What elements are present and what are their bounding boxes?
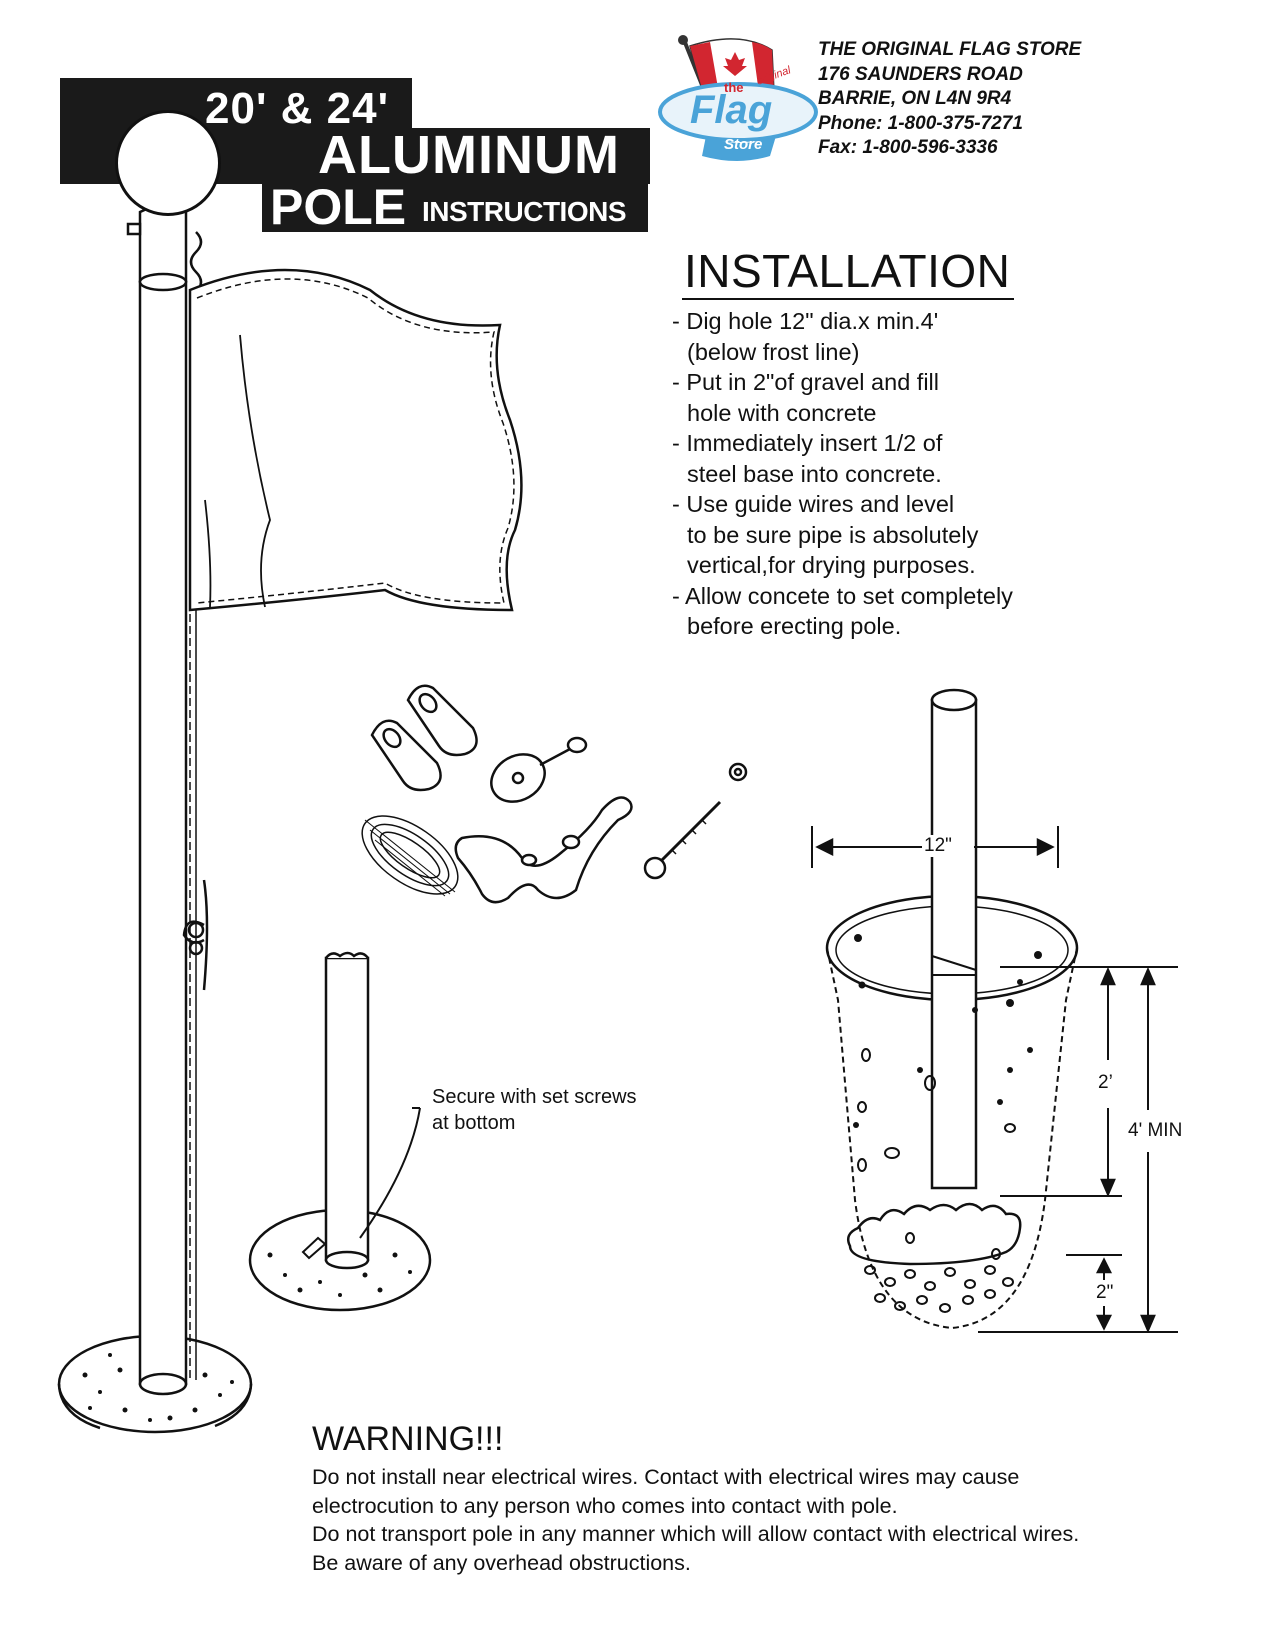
logo-flag: Flag (690, 88, 773, 132)
warning-line: electrocution to any person who comes in… (312, 1493, 898, 1518)
logo-the: the (724, 80, 744, 95)
store-phone: Phone: 1-800-375-7271 (818, 112, 1023, 134)
store-address: 176 SAUNDERS ROAD (818, 63, 1023, 85)
warning-body: Do not install near electrical wires. Co… (312, 1463, 1079, 1577)
warning-line: Be aware of any overhead obstructions. (312, 1550, 691, 1575)
dimension-upper-depth: 2’ (1096, 1072, 1115, 1094)
store-fax: Fax: 1-800-596-3336 (818, 137, 998, 158)
installation-heading: INSTALLATION (682, 246, 1015, 300)
hardware-kit-illustration (361, 684, 748, 904)
store-info: THE ORIGINAL FLAG STORE 176 SAUNDERS ROA… (818, 38, 1081, 161)
installation-step: - Immediately insert 1/2 of steel base i… (672, 430, 943, 487)
set-screw-callout: Secure with set screws at bottom (432, 1086, 637, 1134)
flagpole-illustration (57, 109, 523, 1434)
warning-heading: WARNING!!! (312, 1420, 504, 1458)
dimension-diameter: 12" (922, 835, 954, 857)
installation-steps: - Dig hole 12" dia.x min.4' (below frost… (672, 306, 1013, 642)
base-set-screw-illustration (248, 951, 432, 1312)
title-instructions: INSTRUCTIONS (422, 196, 627, 227)
dimension-total-depth: 4' MIN (1126, 1120, 1185, 1142)
title-banner-top (60, 78, 412, 134)
warning-line: Do not transport pole in any manner whic… (312, 1522, 1080, 1546)
installation-step: - Dig hole 12" dia.x min.4' (below frost… (672, 308, 939, 365)
hole-cross-section-illustration (811, 688, 1178, 1334)
installation-step: - Use guide wires and level to be sure p… (672, 491, 979, 578)
title-aluminum: ALUMINUM (318, 125, 620, 185)
warning-line: Do not install near electrical wires. Co… (312, 1465, 1020, 1489)
flag-store-logo (658, 35, 818, 161)
title-banner-bottom (262, 184, 648, 232)
dimension-gravel: 2" (1094, 1282, 1116, 1304)
installation-step: - Allow concete to set completely before… (672, 582, 1013, 640)
logo-store: Store (724, 136, 763, 153)
title-pole: POLE (270, 179, 407, 235)
title-size: 20' & 24' (205, 84, 390, 133)
installation-step: - Put in 2"of gravel and fill hole with … (672, 369, 939, 426)
ball-finial-icon (115, 110, 221, 216)
store-city: BARRIE, ON L4N 9R4 (818, 88, 1012, 109)
store-name: THE ORIGINAL FLAG STORE (818, 39, 1082, 60)
